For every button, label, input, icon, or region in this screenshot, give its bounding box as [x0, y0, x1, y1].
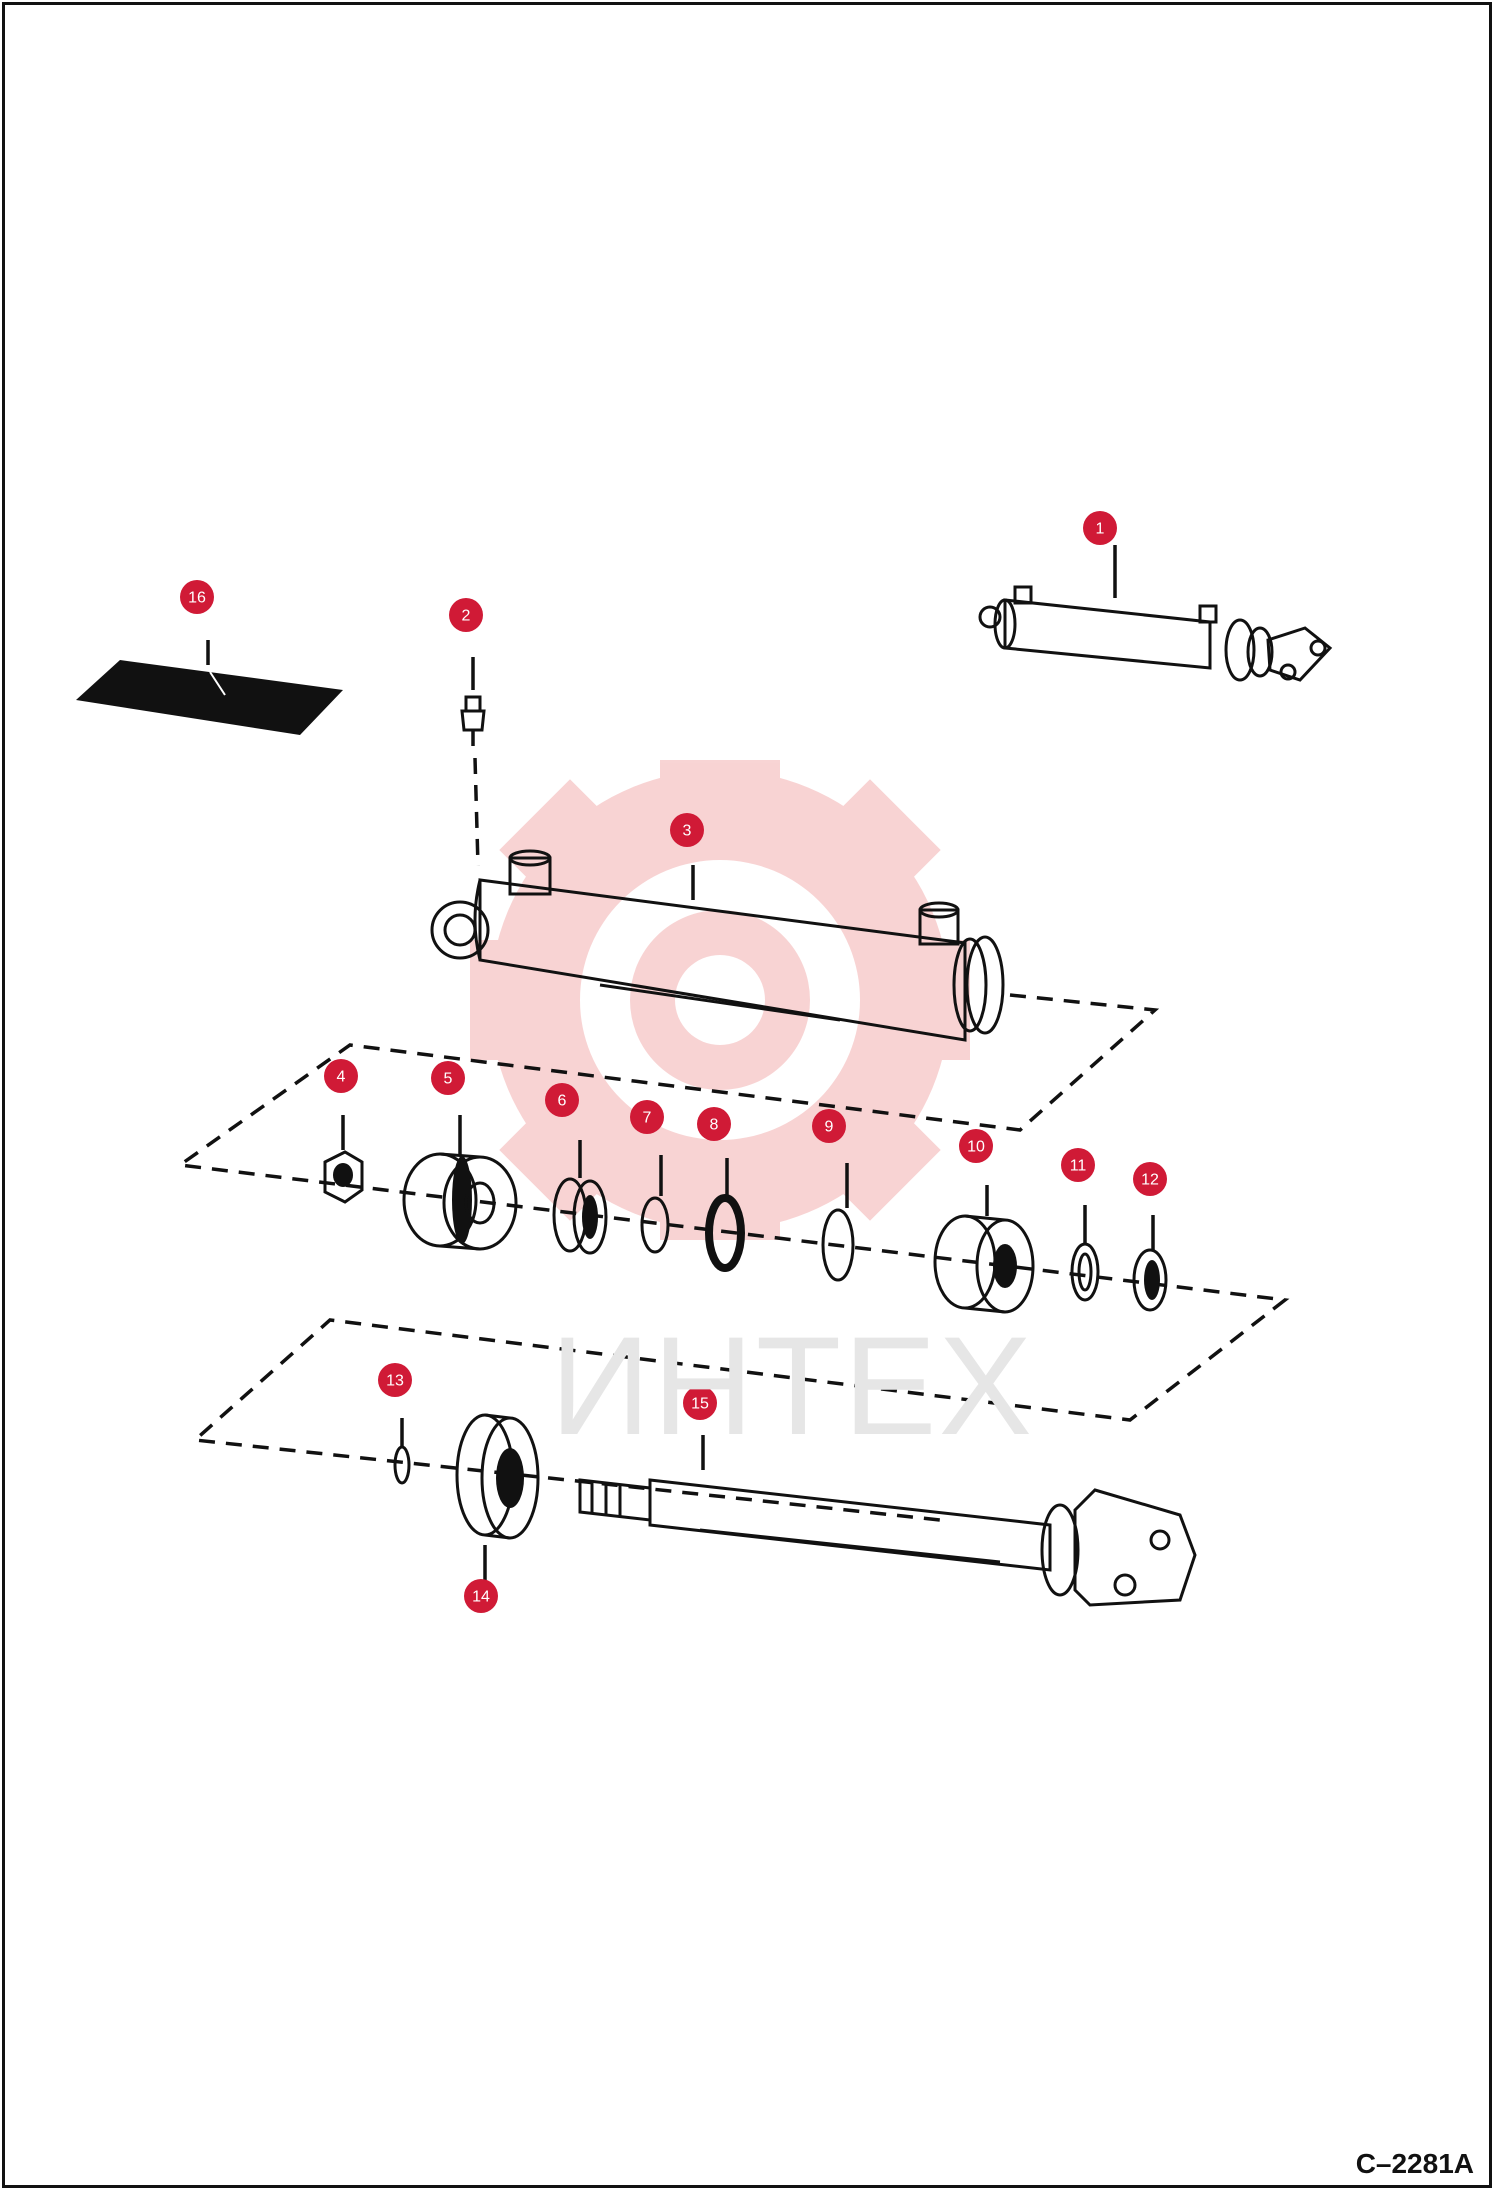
svg-text:4: 4 — [337, 1069, 346, 1086]
svg-text:10: 10 — [967, 1139, 985, 1156]
callout-14[interactable]: 14 — [464, 1579, 498, 1613]
o-ring-large-part — [821, 1208, 855, 1282]
svg-text:6: 6 — [558, 1093, 567, 1110]
figure-code: C–2281A — [1355, 2148, 1474, 2179]
small-o-ring-part — [393, 1445, 411, 1485]
svg-text:1: 1 — [1096, 521, 1105, 538]
leader-lines — [206, 545, 1155, 1585]
svg-text:11: 11 — [1070, 1158, 1087, 1175]
svg-text:7: 7 — [643, 1110, 652, 1127]
callout-16[interactable]: 16 — [180, 580, 214, 614]
svg-text:3: 3 — [683, 823, 692, 840]
piston-part — [402, 1152, 518, 1251]
callout-7[interactable]: 7 — [630, 1100, 664, 1134]
callout-8[interactable]: 8 — [697, 1107, 731, 1141]
callout-5[interactable]: 5 — [431, 1061, 465, 1095]
explode-guides — [175, 757, 1290, 1522]
svg-text:9: 9 — [825, 1119, 834, 1136]
svg-text:14: 14 — [472, 1589, 490, 1606]
head-part — [455, 1413, 540, 1540]
decal-part — [76, 660, 343, 735]
grease-fitting-part — [460, 695, 486, 746]
o-ring-part — [640, 1196, 670, 1254]
svg-text:12: 12 — [1141, 1172, 1159, 1189]
wiper-part — [1132, 1248, 1168, 1312]
callout-15[interactable]: 15 — [683, 1386, 717, 1420]
callout-11[interactable]: 11 — [1061, 1148, 1095, 1182]
svg-text:16: 16 — [188, 590, 206, 607]
nut-part — [323, 1150, 364, 1204]
gland-part — [933, 1214, 1035, 1314]
svg-text:15: 15 — [691, 1396, 709, 1413]
callout-2[interactable]: 2 — [449, 598, 483, 632]
callout-6[interactable]: 6 — [545, 1083, 579, 1117]
svg-text:2: 2 — [462, 608, 471, 625]
watermark-text: ИНТЕХ — [550, 1307, 1035, 1464]
svg-text:13: 13 — [386, 1373, 404, 1390]
backup-ring-part — [1070, 1242, 1100, 1302]
callout-13[interactable]: 13 — [378, 1363, 412, 1397]
callout-9[interactable]: 9 — [812, 1109, 846, 1143]
cylinder-assembly-part — [978, 585, 1333, 682]
callout-1[interactable]: 1 — [1083, 511, 1117, 545]
rod-part — [578, 1478, 1197, 1607]
svg-text:5: 5 — [444, 1071, 453, 1088]
svg-text:8: 8 — [710, 1117, 719, 1134]
callout-12[interactable]: 12 — [1133, 1162, 1167, 1196]
callout-3[interactable]: 3 — [670, 813, 704, 847]
wear-ring-part — [552, 1177, 608, 1255]
seal-part — [705, 1194, 745, 1272]
callout-10[interactable]: 10 — [959, 1129, 993, 1163]
barrel-part — [430, 849, 1005, 1042]
callout-4[interactable]: 4 — [324, 1059, 358, 1093]
